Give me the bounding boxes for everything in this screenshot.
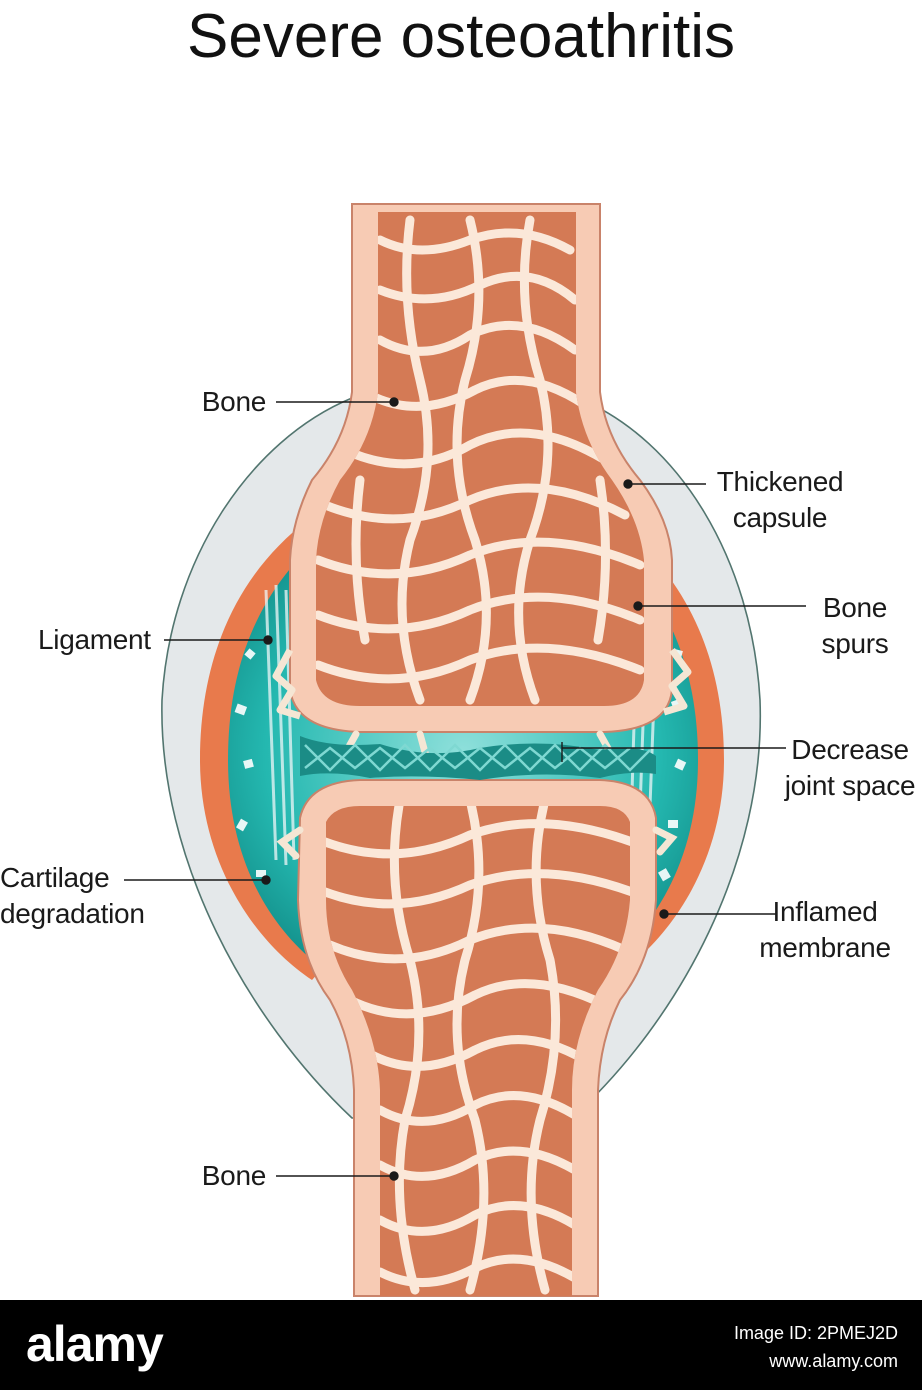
- label-ligament: Ligament: [38, 622, 151, 658]
- label-inflamed-membrane: Inflamed membrane: [750, 894, 900, 966]
- alamy-logo: alamy: [26, 1316, 163, 1372]
- stock-footer: alamy Image ID: 2PMEJ2D www.alamy.com: [0, 1300, 922, 1390]
- label-bone-spurs: Bone spurs: [800, 590, 910, 662]
- label-cartilage-degradation: Cartilage degradation: [0, 860, 145, 932]
- image-id: Image ID: 2PMEJ2D: [734, 1322, 898, 1344]
- label-thickened-capsule: Thickened capsule: [700, 464, 860, 536]
- site-url: www.alamy.com: [769, 1350, 898, 1372]
- label-bone-top: Bone: [160, 384, 266, 420]
- label-decrease-joint-space: Decrease joint space: [778, 732, 922, 804]
- label-bone-bottom: Bone: [160, 1158, 266, 1194]
